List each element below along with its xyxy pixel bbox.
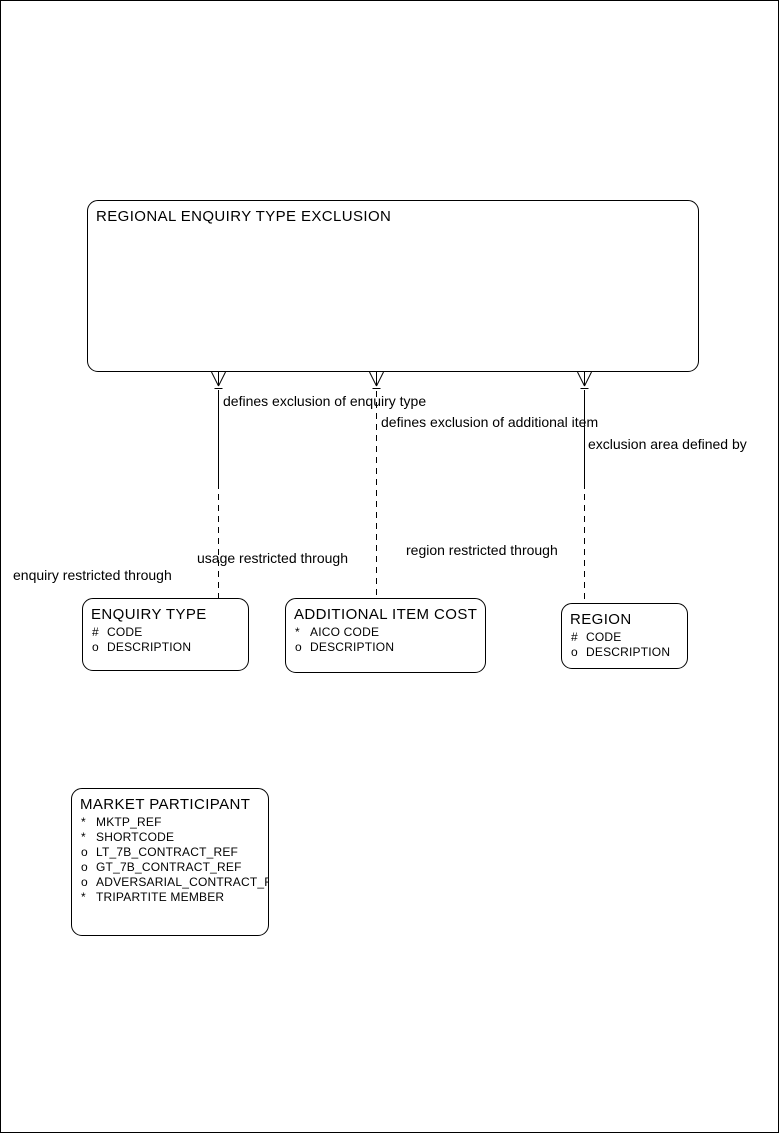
attribute-row: o ADVERSARIAL_CONTRACT_REF bbox=[72, 875, 268, 890]
attribute-row: # CODE bbox=[562, 630, 687, 645]
attribute-marker: * bbox=[295, 625, 300, 639]
relationship-label-usage-restricted-through: usage restricted through bbox=[197, 550, 348, 566]
entity-region[interactable]: REGION # CODE o DESCRIPTION bbox=[561, 603, 688, 669]
entity-market-participant[interactable]: MARKET PARTICIPANT *MKTP_REF *SHORTCODE … bbox=[71, 788, 269, 936]
attribute-name: LT_7B_CONTRACT_REF bbox=[96, 845, 239, 859]
entity-title: REGIONAL ENQUIRY TYPE EXCLUSION bbox=[96, 208, 392, 225]
attribute-row: * TRIPARTITE MEMBER bbox=[72, 890, 268, 905]
attribute-row: o DESCRIPTION bbox=[562, 645, 687, 660]
relationship-label-enquiry-restricted-through: enquiry restricted through bbox=[13, 567, 172, 583]
attribute-marker: o bbox=[92, 640, 99, 654]
attribute-name: DESCRIPTION bbox=[107, 640, 192, 654]
attribute-row: * MKTP_REF bbox=[72, 815, 268, 830]
attribute-name: ADVERSARIAL_CONTRACT_REF bbox=[96, 875, 268, 889]
attribute-marker: o bbox=[81, 845, 88, 859]
attribute-row: * SHORTCODE bbox=[72, 830, 268, 845]
relationship-label-defines-exclusion-of-additional-item: defines exclusion of additional item bbox=[381, 414, 599, 430]
relationship-label-exclusion-area-defined-by: exclusion area defined by bbox=[588, 436, 747, 452]
attribute-marker: o bbox=[81, 875, 88, 889]
attribute-marker: o bbox=[81, 860, 88, 874]
attribute-marker: * bbox=[81, 830, 86, 844]
entity-title: MARKET PARTICIPANT bbox=[80, 796, 251, 813]
attribute-marker: * bbox=[81, 890, 86, 904]
entity-regional-enquiry-type-exclusion[interactable]: REGIONAL ENQUIRY TYPE EXCLUSION bbox=[87, 200, 699, 372]
entity-additional-item-cost[interactable]: ADDITIONAL ITEM COST * AICO CODE o DESCRIP… bbox=[285, 598, 486, 673]
attribute-row: o LT_7B_CONTRACT_REF bbox=[72, 845, 268, 860]
attribute-row: o GT_7B_CONTRACT_REF bbox=[72, 860, 268, 875]
attribute-row: # CODE bbox=[83, 625, 248, 640]
attribute-marker: # bbox=[92, 625, 99, 639]
entity-title: ADDITIONAL ITEM COST bbox=[294, 606, 478, 623]
attribute-marker: o bbox=[571, 645, 578, 659]
attribute-name: CODE bbox=[586, 630, 622, 644]
crow-foot-icon bbox=[369, 371, 384, 389]
relationship-label-region-restricted-through: region restricted through bbox=[406, 542, 558, 558]
attribute-name: SHORTCODE bbox=[96, 830, 175, 844]
relationship-line-additional-item-cost[interactable] bbox=[369, 371, 384, 598]
relationship-line-enquiry-type[interactable] bbox=[211, 371, 226, 598]
attribute-name: DESCRIPTION bbox=[586, 645, 671, 659]
attribute-name: AICO CODE bbox=[310, 625, 380, 639]
attribute-marker: * bbox=[81, 815, 86, 829]
attribute-name: CODE bbox=[107, 625, 143, 639]
attribute-name: GT_7B_CONTRACT_REF bbox=[96, 860, 242, 874]
relationship-label-defines-exclusion-of-enquiry-type: defines exclusion of enquiry type bbox=[223, 393, 427, 409]
attribute-marker: o bbox=[295, 640, 302, 654]
attribute-marker: # bbox=[571, 630, 578, 644]
entity-title: ENQUIRY TYPE bbox=[91, 606, 207, 623]
relationship-line-region[interactable] bbox=[577, 371, 592, 603]
entity-title: REGION bbox=[570, 611, 632, 628]
entity-enquiry-type[interactable]: ENQUIRY TYPE # CODE o DESCRIPTION bbox=[82, 598, 249, 671]
crow-foot-icon bbox=[211, 371, 226, 389]
attribute-row: * AICO CODE bbox=[286, 625, 485, 640]
crow-foot-icon bbox=[577, 371, 592, 389]
attribute-name: TRIPARTITE MEMBER bbox=[96, 890, 225, 904]
attribute-name: DESCRIPTION bbox=[310, 640, 395, 654]
attribute-row: o DESCRIPTION bbox=[83, 640, 248, 655]
attribute-name: MKTP_REF bbox=[96, 815, 162, 829]
attribute-row: o DESCRIPTION bbox=[286, 640, 485, 655]
